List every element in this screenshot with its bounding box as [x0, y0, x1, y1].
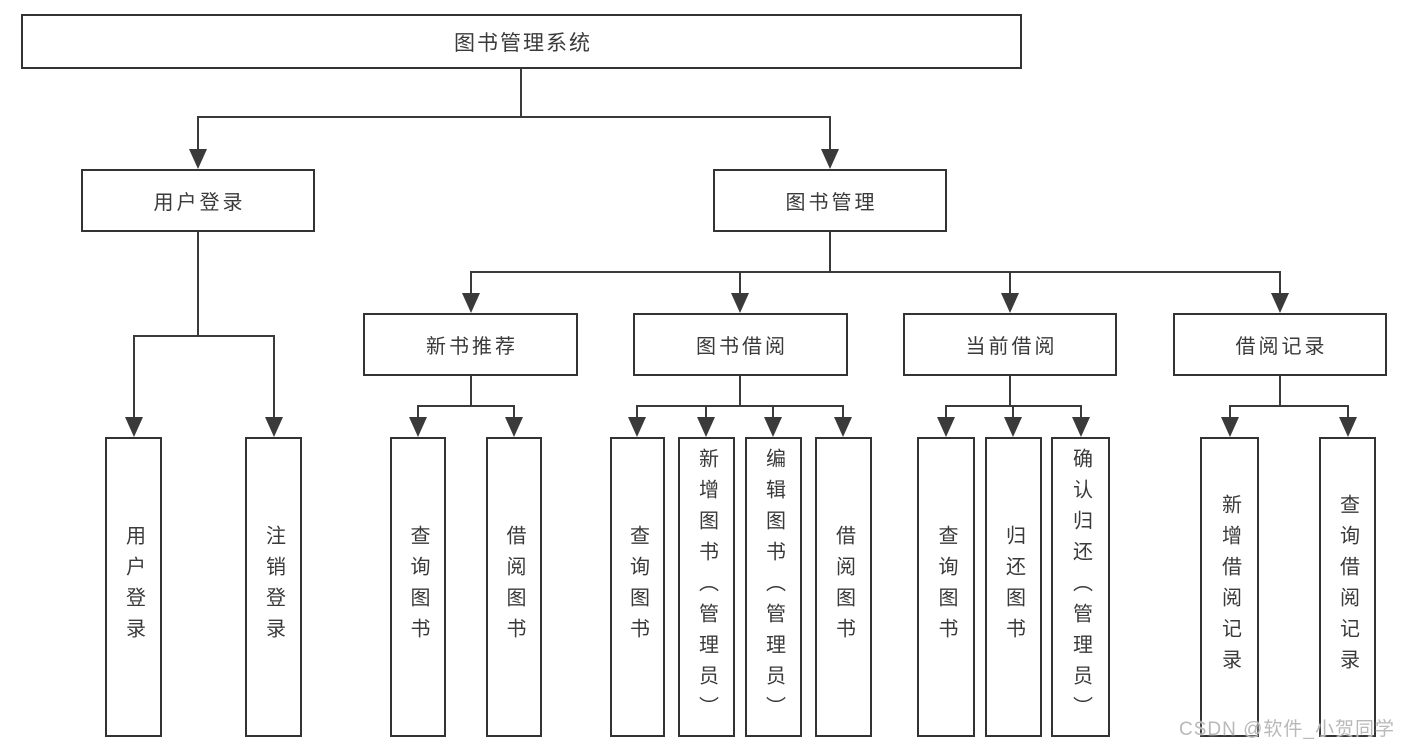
arrowhead-down-icon	[821, 149, 839, 169]
connector-line	[705, 405, 707, 423]
node-label: 查询图书	[935, 525, 957, 649]
node-label: 新书推荐	[426, 336, 518, 358]
connector-line	[636, 405, 844, 407]
arrowhead-down-icon	[1271, 293, 1289, 313]
node-label: 图书借阅	[696, 336, 788, 358]
connector-line	[470, 376, 472, 407]
node-label: 当前借阅	[965, 336, 1058, 358]
connector-line	[273, 335, 275, 421]
connector-line	[842, 405, 844, 423]
node-label: 查询图书	[407, 525, 429, 649]
arrowhead-down-icon	[1004, 417, 1022, 437]
node-label: 图书管理系统	[454, 31, 592, 55]
arrowhead-down-icon	[731, 293, 749, 313]
arrowhead-down-icon	[189, 149, 207, 169]
leaf-query-books-borrow: 查询图书	[610, 437, 665, 737]
arrowhead-down-icon	[1072, 417, 1090, 437]
node-label: 借阅记录	[1235, 336, 1328, 358]
node-label: 借阅图书	[832, 525, 855, 649]
connector-line	[1229, 405, 1349, 407]
connector-line	[829, 116, 831, 152]
connector-line	[133, 335, 135, 421]
leaf-edit-book-admin: 编辑图书（管理员）	[745, 437, 802, 737]
node-label: 借阅图书	[503, 525, 525, 649]
node-label: 查询借阅记录	[1336, 494, 1359, 680]
leaf-borrow-books-borrow: 借阅图书	[815, 437, 872, 737]
connector-line	[1012, 405, 1014, 423]
connector-line	[470, 271, 472, 297]
node-new-book-rec: 新书推荐	[363, 313, 578, 376]
connector-line	[197, 232, 199, 337]
arrowhead-down-icon	[764, 417, 782, 437]
node-book-mgmt: 图书管理	[713, 169, 947, 232]
arrowhead-down-icon	[834, 417, 852, 437]
leaf-query-books-current: 查询图书	[917, 437, 975, 737]
connector-line	[197, 116, 831, 118]
arrowhead-down-icon	[505, 417, 523, 437]
connector-line	[1347, 405, 1349, 423]
connector-line	[1080, 405, 1082, 423]
connector-line	[133, 335, 275, 337]
connector-line	[520, 69, 522, 117]
csdn-watermark: CSDN @软件_小贺同学	[1179, 719, 1395, 740]
node-label: 查询图书	[626, 525, 649, 649]
arrowhead-down-icon	[409, 417, 427, 437]
node-label: 新增图书（管理员）	[695, 447, 718, 727]
arrowhead-down-icon	[462, 293, 480, 313]
arrowhead-down-icon	[1339, 417, 1357, 437]
arrowhead-down-icon	[628, 417, 646, 437]
node-label: 新增借阅记录	[1218, 494, 1241, 680]
leaf-add-borrow-record: 新增借阅记录	[1200, 437, 1259, 737]
node-current-borrow: 当前借阅	[903, 313, 1117, 376]
node-label: 用户登录	[122, 525, 145, 649]
leaf-logout: 注销登录	[245, 437, 302, 737]
connector-line	[739, 271, 741, 297]
connector-line	[1279, 271, 1281, 297]
leaf-return-book: 归还图书	[985, 437, 1042, 737]
node-label: 注销登录	[262, 525, 285, 649]
connector-line	[1009, 271, 1011, 297]
connector-line	[945, 405, 947, 423]
connector-line	[636, 405, 638, 423]
leaf-query-books-rec: 查询图书	[390, 437, 446, 737]
connector-line	[513, 405, 515, 423]
node-user-login: 用户登录	[81, 169, 315, 232]
node-label: 归还图书	[1002, 525, 1025, 649]
node-label: 用户登录	[153, 192, 246, 214]
connector-line	[1279, 376, 1281, 407]
leaf-user-login: 用户登录	[105, 437, 162, 737]
connector-line	[470, 271, 1281, 273]
connector-line	[1229, 405, 1231, 423]
connector-line	[829, 232, 831, 273]
connector-line	[417, 405, 515, 407]
node-label: 图书管理	[785, 192, 878, 214]
arrowhead-down-icon	[265, 417, 283, 437]
leaf-confirm-return-admin: 确认归还（管理员）	[1051, 437, 1110, 737]
arrowhead-down-icon	[125, 417, 143, 437]
node-label: 编辑图书（管理员）	[762, 447, 785, 727]
arrowhead-down-icon	[1001, 293, 1019, 313]
node-label: 确认归还（管理员）	[1069, 447, 1092, 727]
node-borrow-records: 借阅记录	[1173, 313, 1387, 376]
connector-line	[197, 116, 199, 152]
arrowhead-down-icon	[1221, 417, 1239, 437]
leaf-query-borrow-record: 查询借阅记录	[1319, 437, 1376, 737]
node-book-borrow: 图书借阅	[633, 313, 848, 376]
arrowhead-down-icon	[697, 417, 715, 437]
connector-line	[1009, 376, 1011, 407]
leaf-borrow-books-rec: 借阅图书	[486, 437, 542, 737]
node-root: 图书管理系统	[21, 14, 1022, 69]
connector-line	[739, 376, 741, 407]
connector-line	[772, 405, 774, 423]
leaf-add-book-admin: 新增图书（管理员）	[678, 437, 735, 737]
connector-line	[417, 405, 419, 423]
arrowhead-down-icon	[937, 417, 955, 437]
